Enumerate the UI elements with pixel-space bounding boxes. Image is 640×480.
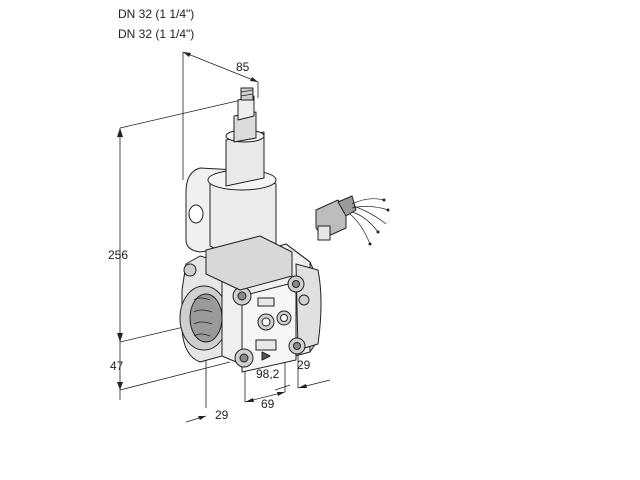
bolt-icon bbox=[292, 280, 300, 288]
dim-label-29-right: 29 bbox=[297, 358, 311, 372]
connector-cap bbox=[337, 195, 357, 217]
dim-label-85: 85 bbox=[236, 60, 250, 74]
cable-connector bbox=[315, 195, 390, 246]
header-line-1: DN 32 (1 1/4") bbox=[118, 7, 194, 21]
arrow-29-left bbox=[198, 416, 206, 420]
arrow-29-right bbox=[298, 384, 307, 388]
stem-knurl bbox=[240, 89, 254, 97]
valve-body bbox=[179, 87, 322, 373]
arrow-69-left bbox=[245, 398, 254, 402]
wire-end-icon bbox=[368, 242, 372, 246]
pressure-port-left-inner bbox=[261, 317, 271, 327]
arrow-85-left bbox=[183, 52, 191, 57]
dim-label-69: 69 bbox=[261, 397, 275, 411]
flow-direction-icon bbox=[261, 351, 271, 361]
dim-label-98-2: 98,2 bbox=[256, 367, 280, 381]
wire-end-icon bbox=[376, 230, 380, 234]
connector-wires bbox=[349, 198, 389, 245]
extension-line-256-top bbox=[119, 97, 251, 129]
connector-gland bbox=[317, 225, 331, 241]
arrow-47 bbox=[117, 382, 123, 390]
wire-end-icon bbox=[386, 208, 390, 212]
bolt-icon bbox=[183, 263, 197, 277]
bolt-icon bbox=[293, 342, 301, 350]
arrow-256-top bbox=[117, 128, 123, 137]
extension-line-47-bottom bbox=[119, 361, 231, 391]
dim-label-29-left: 29 bbox=[215, 408, 229, 422]
plate-slot-bottom bbox=[255, 339, 277, 351]
pressure-port-right-inner bbox=[280, 314, 288, 322]
bolt-icon bbox=[239, 353, 249, 363]
dimension-line-98-2 bbox=[274, 384, 291, 391]
flange-bolts bbox=[183, 263, 310, 368]
arrow-256-bottom bbox=[117, 333, 123, 342]
bolt-icon bbox=[237, 291, 247, 301]
dim-label-47: 47 bbox=[110, 359, 124, 373]
arrow-85-right bbox=[250, 77, 258, 82]
coil-base bbox=[205, 235, 293, 291]
bolt-icon bbox=[298, 294, 310, 306]
header-line-2: DN 32 (1 1/4") bbox=[118, 27, 194, 41]
inlet-thread bbox=[193, 297, 213, 337]
dimension-lines bbox=[117, 51, 331, 423]
plate-slot-top bbox=[257, 297, 275, 307]
arrow-69-right bbox=[277, 392, 285, 396]
wire-end-icon bbox=[382, 198, 386, 202]
dim-label-256: 256 bbox=[108, 248, 128, 262]
dimension-line-85 bbox=[182, 51, 259, 83]
bracket-hole bbox=[188, 204, 204, 224]
